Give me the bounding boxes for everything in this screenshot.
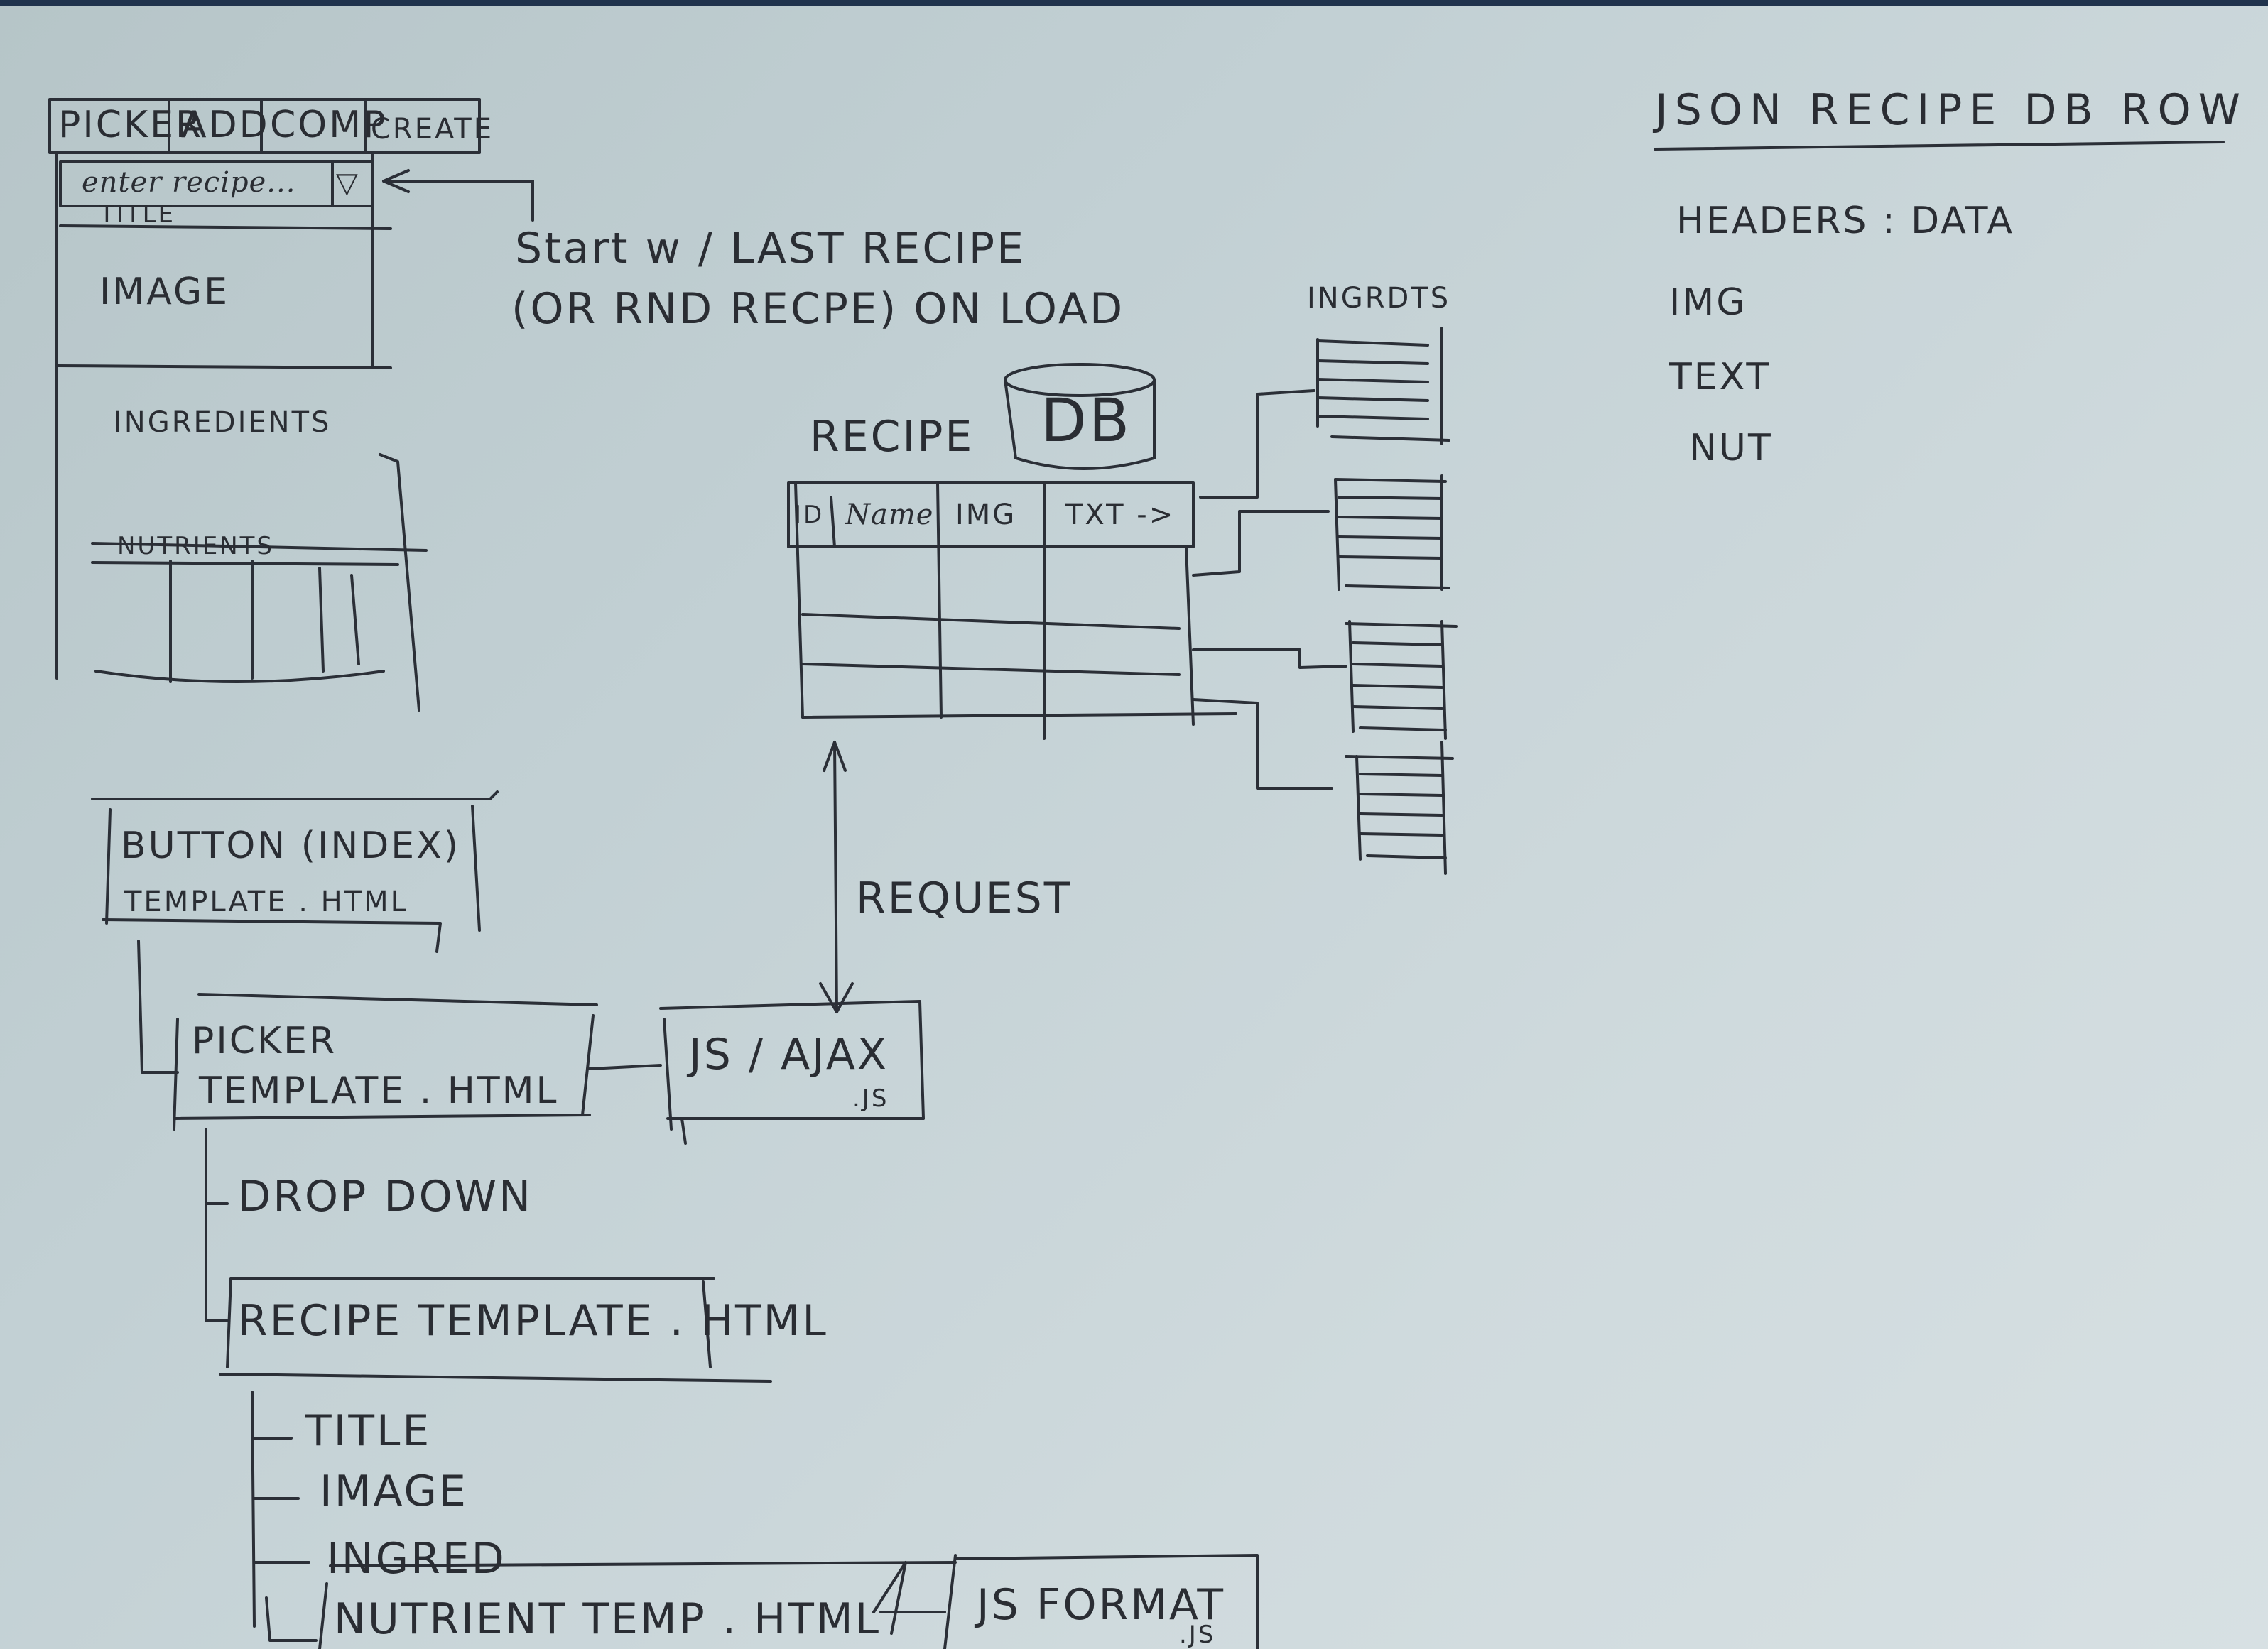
column-name: Name (845, 499, 934, 531)
leaf-ingred: INGRED (327, 1534, 506, 1584)
tree-boxes (91, 790, 1259, 1649)
ingredient-stack-2 (1334, 474, 1450, 591)
section-title-label: TITLE (99, 200, 175, 229)
column-txt: TXT -> (1065, 499, 1176, 531)
ingredient-stack-3 (1345, 620, 1458, 740)
recipe-table-label: RECIPE (810, 412, 975, 462)
json-underline (1654, 141, 2225, 151)
column-id: ID (794, 501, 825, 529)
root-template-line2: TEMPLATE . HTML (124, 886, 408, 918)
ingredient-stack-1 (1316, 327, 1450, 445)
picker-template-line1: PICKER (192, 1020, 337, 1062)
ingredients-label: INGRDTS (1307, 282, 1451, 315)
dropdown-arrow-icon[interactable]: ▽ (336, 167, 360, 200)
ajax-js-line2: .JS (852, 1084, 889, 1113)
column-img: IMG (955, 499, 1017, 531)
picker-template-line2: TEMPLATE . HTML (199, 1070, 559, 1112)
recipe-dropdown-placeholder[interactable]: enter recipe... (82, 166, 296, 199)
json-item-text: TEXT (1669, 356, 1771, 398)
recipe-template-node: RECIPE TEMPLATE . HTML (238, 1296, 828, 1346)
db-label: DB (1041, 386, 1132, 455)
section-image-label: IMAGE (99, 271, 230, 313)
tab-comp[interactable]: COMP (270, 104, 388, 146)
json-item-img: IMG (1669, 281, 1747, 324)
top-edge-strip (0, 0, 2268, 6)
request-label: REQUEST (856, 874, 1073, 923)
section-ingredients-label: INGREDIENTS (114, 406, 332, 439)
load-arrow (382, 169, 534, 222)
leaf-title: TITLE (305, 1406, 432, 1456)
tab-add[interactable]: ADD (181, 104, 270, 146)
request-arrow (819, 741, 854, 1013)
tree-connectors (137, 940, 946, 1642)
leaf-image: IMAGE (320, 1466, 468, 1516)
wireframe-frame (48, 98, 481, 712)
root-template-line1: BUTTON (INDEX) (121, 824, 461, 867)
recipe-table (787, 481, 1237, 740)
db-cylinder (1004, 363, 1156, 470)
json-row-title: JSON RECIPE DB ROW (1655, 85, 2247, 135)
js-format-line1: JS FORMAT (977, 1580, 1226, 1630)
json-item-nut: NUT (1689, 427, 1773, 469)
dropdown-node: DROP DOWN (238, 1172, 533, 1221)
tab-create[interactable]: CREATE (371, 113, 494, 146)
section-nutrients-label: NUTRIENTS (117, 532, 275, 560)
tab-picker[interactable]: PICKER (58, 104, 204, 146)
load-note-line2: (OR RND RECPE) ON LOAD (511, 284, 1125, 334)
ingredient-stack-4 (1345, 741, 1454, 875)
nutrient-template-node: NUTRIENT TEMP . HTML (334, 1594, 881, 1644)
js-format-line2: .JS (1179, 1621, 1216, 1649)
ajax-js-line1: JS / AJAX (689, 1030, 889, 1079)
load-note-line1: Start w / LAST RECIPE (515, 224, 1026, 273)
ingredient-links (1192, 389, 1347, 790)
json-item-headers: HEADERS : DATA (1676, 200, 2015, 242)
